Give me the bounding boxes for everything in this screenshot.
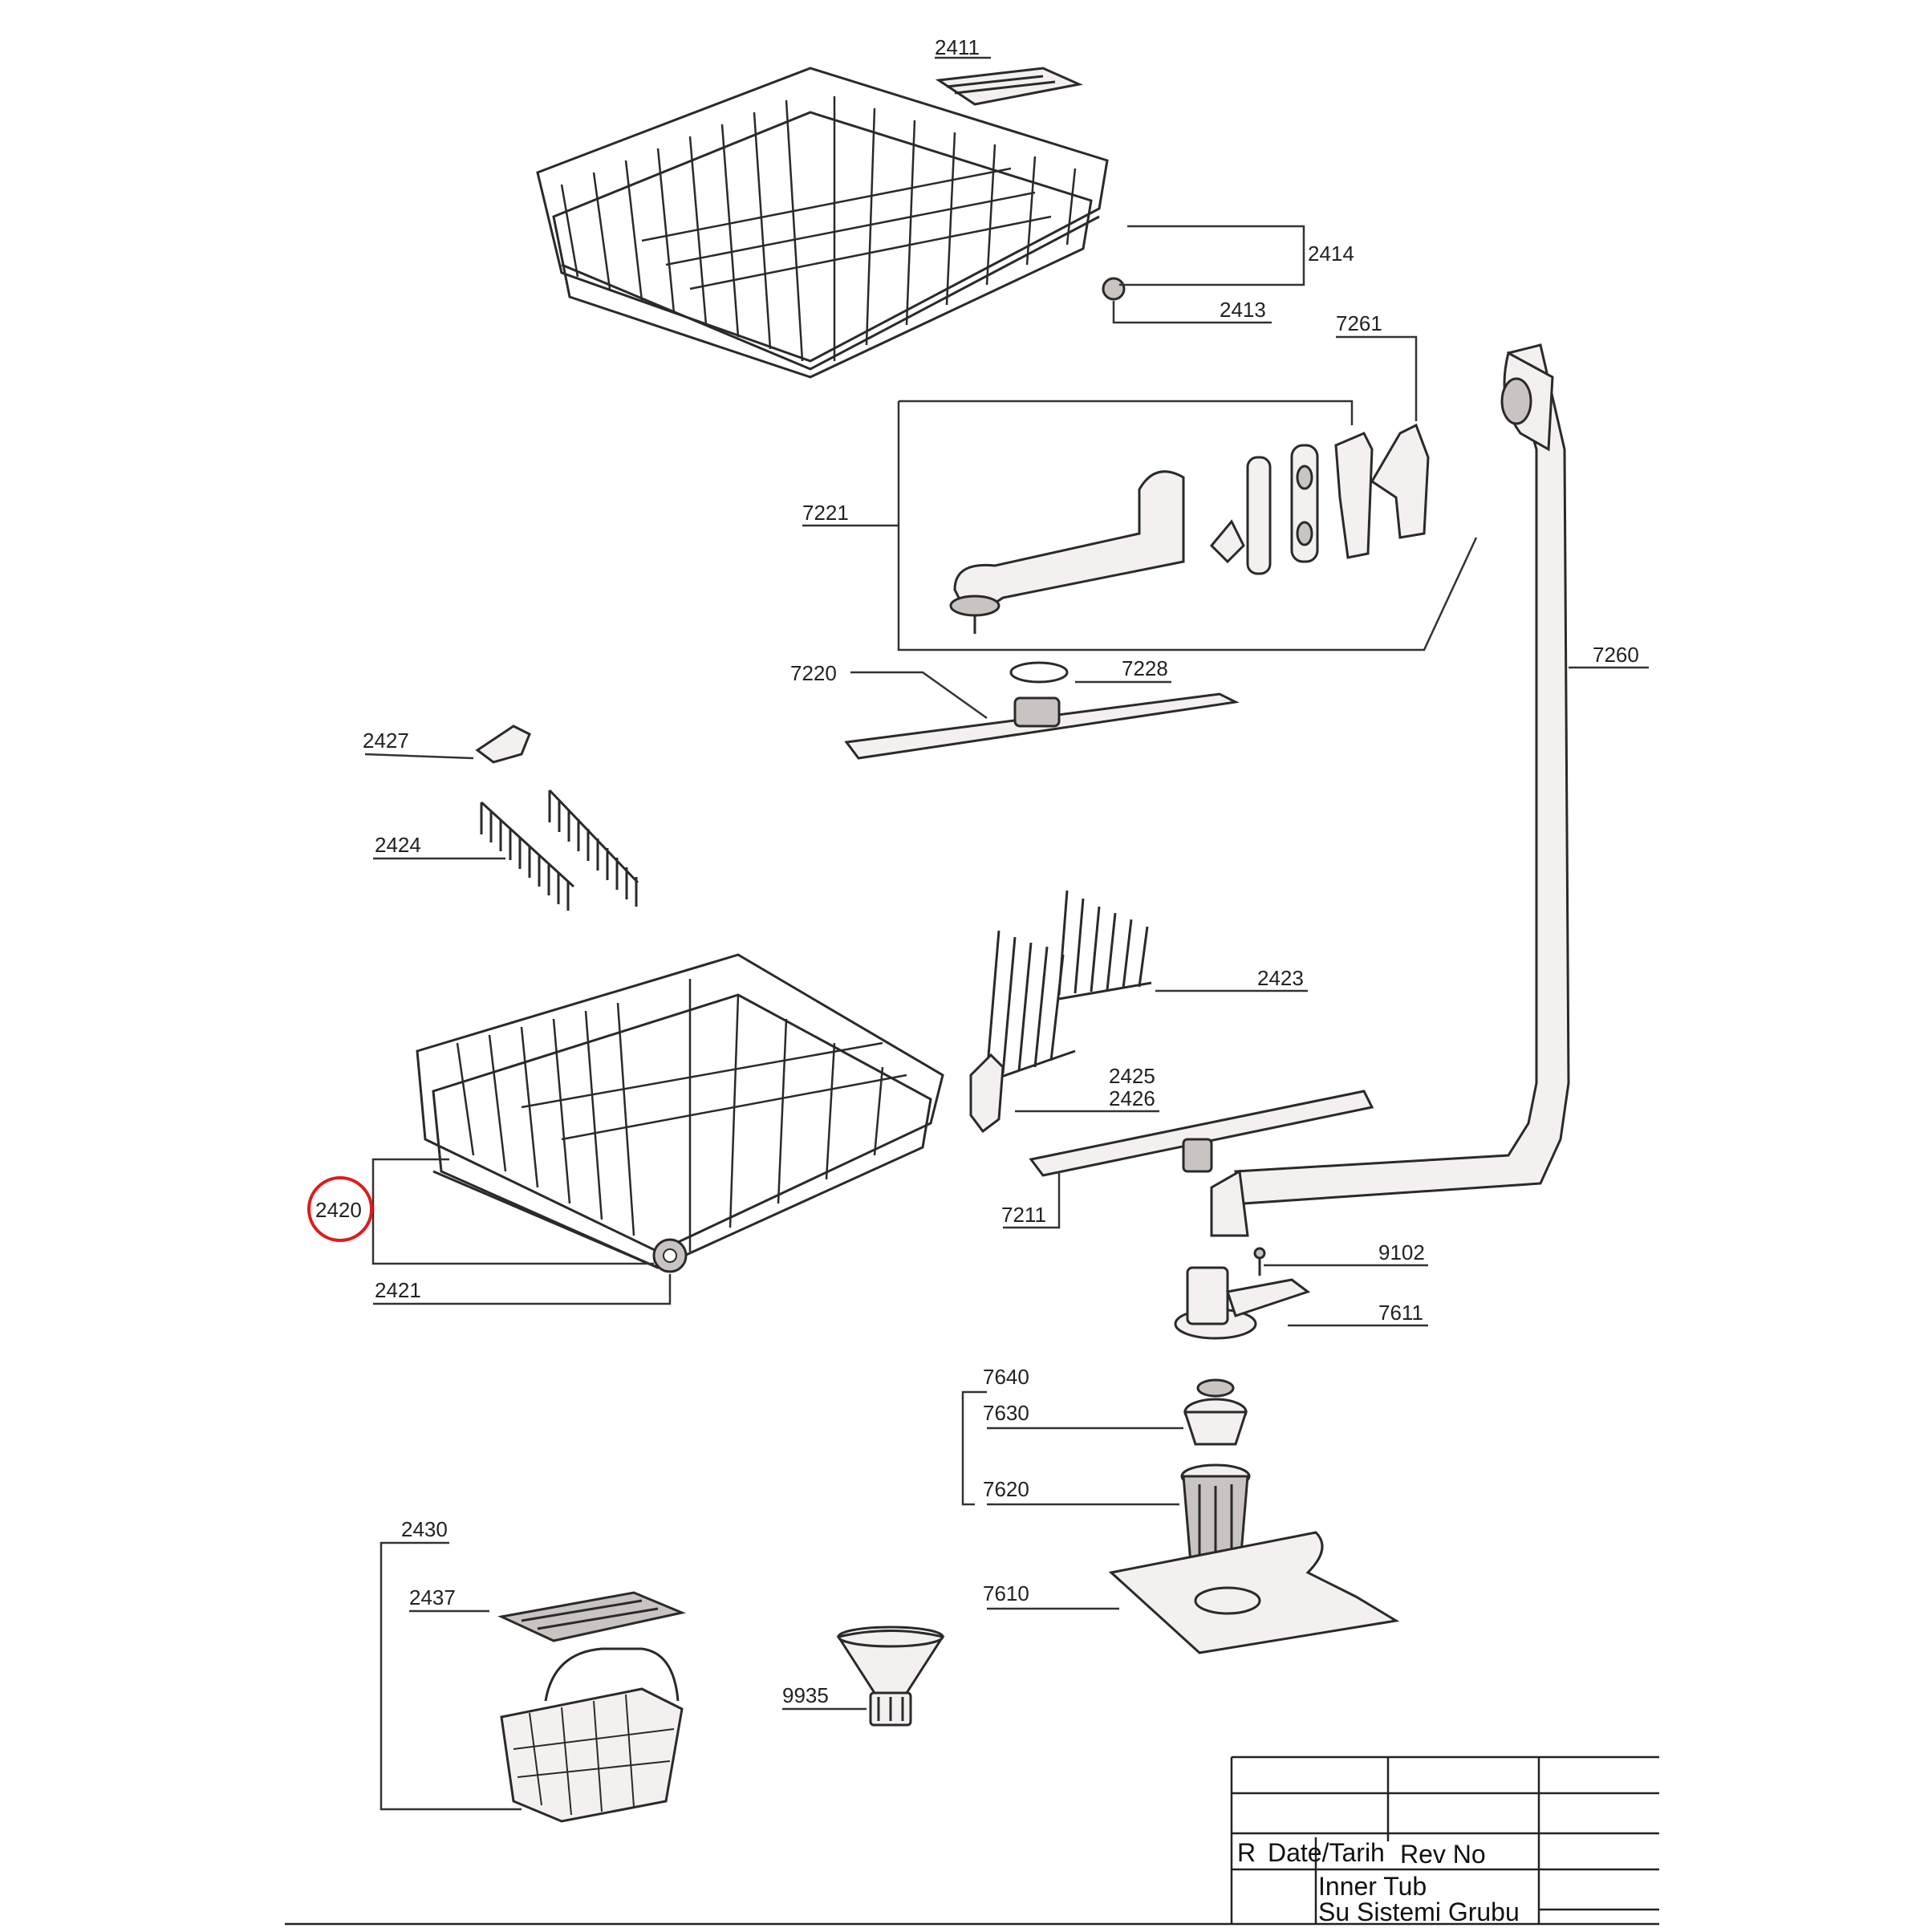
label-7260: 7260 <box>1593 643 1639 667</box>
label-2411: 2411 <box>935 35 980 59</box>
title-block-rev: Rev No <box>1400 1840 1486 1869</box>
cutlery-lid-part <box>497 1591 686 1642</box>
title-block-title1: Inner Tub <box>1318 1872 1427 1901</box>
lower-basket-part <box>416 953 944 1273</box>
label-9935: 9935 <box>782 1683 829 1707</box>
cutlery-tray-part <box>935 67 1083 106</box>
label-7211: 7211 <box>1001 1203 1046 1227</box>
label-2420: 2420 <box>315 1198 362 1222</box>
leader-7220 <box>850 671 988 720</box>
upper-basket <box>536 67 1109 379</box>
title-block <box>285 1755 1659 1926</box>
sump-part <box>1174 1266 1311 1340</box>
leader-2427 <box>364 753 474 760</box>
upper-spray-pipe-part <box>949 470 1185 634</box>
cutlery-basket-part <box>500 1647 684 1823</box>
highlight-circle-2420 <box>307 1176 373 1242</box>
feed-pipe-part <box>1210 343 1570 1237</box>
label-7221: 7221 <box>802 501 849 525</box>
label-2426: 2426 <box>1109 1086 1155 1110</box>
leader-2421 <box>373 1274 672 1305</box>
label-2421: 2421 <box>375 1278 421 1302</box>
title-block-title2: Su Sistemi Grubu <box>1318 1898 1520 1926</box>
label-7620: 7620 <box>983 1477 1029 1501</box>
screw-part <box>1253 1247 1266 1276</box>
label-7610: 7610 <box>983 1581 1029 1605</box>
connector-part <box>1334 423 1430 559</box>
bracket-filter-group <box>961 1390 987 1506</box>
leader-7261 <box>1336 335 1418 421</box>
title-block-date: Date/Tarih <box>1268 1838 1385 1867</box>
label-2437: 2437 <box>409 1585 456 1609</box>
label-7640: 7640 <box>983 1365 1029 1389</box>
leader-2414 <box>1119 225 1305 286</box>
label-7630: 7630 <box>983 1401 1029 1425</box>
label-9102: 9102 <box>1378 1240 1425 1264</box>
lower-spray-arm-part <box>1029 1090 1374 1177</box>
leader-2413 <box>1112 301 1272 324</box>
gasket-parts <box>1246 444 1319 575</box>
label-2430: 2430 <box>401 1517 448 1541</box>
clip-part <box>1209 519 1245 564</box>
leader-2420 <box>371 1158 654 1265</box>
basket-wheel-part <box>1102 277 1126 301</box>
bracket-2430 <box>380 1541 522 1811</box>
label-2427: 2427 <box>363 729 409 753</box>
label-2425: 2425 <box>1109 1064 1155 1088</box>
label-2413: 2413 <box>1220 298 1266 322</box>
filter-plate-part <box>1108 1531 1400 1654</box>
clip-2427-part <box>475 724 531 764</box>
title-block-r: R <box>1237 1838 1256 1867</box>
tines-2424-part <box>480 789 639 911</box>
clip-2425-part <box>969 1053 1005 1134</box>
label-2423: 2423 <box>1257 966 1304 990</box>
label-7611: 7611 <box>1378 1301 1423 1325</box>
label-2414: 2414 <box>1308 242 1354 266</box>
leader-7211 <box>1003 1171 1061 1229</box>
funnel-part <box>836 1626 945 1727</box>
label-7261: 7261 <box>1336 311 1382 335</box>
tines-2423-part <box>982 890 1152 1085</box>
label-2424: 2424 <box>375 833 421 857</box>
upper-spray-arm-part <box>844 661 1240 760</box>
label-7220: 7220 <box>790 661 837 685</box>
label-7228: 7228 <box>1122 656 1168 680</box>
micro-filter-part <box>1183 1378 1248 1446</box>
